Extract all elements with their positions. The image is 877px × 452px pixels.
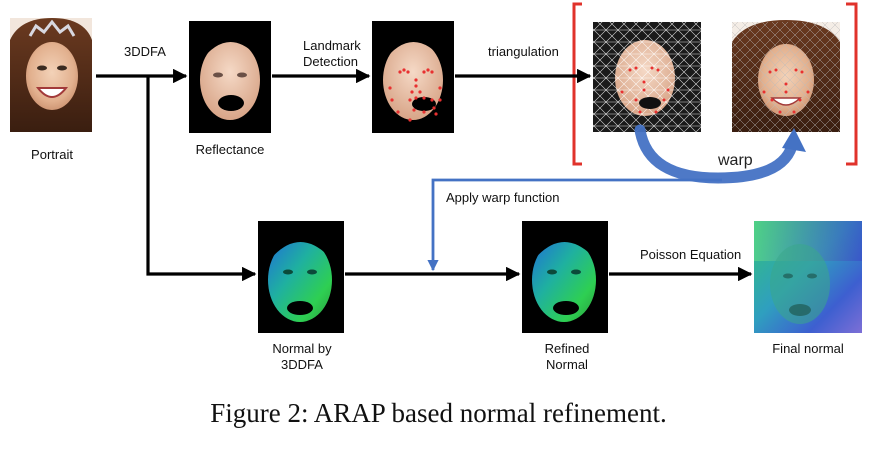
- figure-caption: Figure 2: ARAP based normal refinement.: [210, 398, 667, 428]
- reflectance-image: [189, 21, 271, 133]
- portrait-label: Portrait: [31, 147, 73, 162]
- poisson-label: Poisson Equation: [640, 247, 742, 262]
- triangulation-mesh-image: [593, 22, 701, 132]
- portrait-image: [10, 18, 92, 132]
- flow-arrows: [96, 68, 753, 282]
- edge-label-3ddfa: 3DDFA: [124, 44, 166, 59]
- landmark-image: [372, 21, 454, 133]
- warp-arc-arrow: [634, 124, 806, 184]
- warped-portrait-image: [732, 20, 840, 132]
- edge-label-triangulation: triangulation: [488, 44, 559, 59]
- reflectance-label: Reflectance: [195, 142, 265, 157]
- refined-normal-image: [522, 221, 608, 333]
- warp-label: warp: [718, 152, 753, 169]
- refined-normal-label-line1: Refined: [544, 341, 590, 356]
- arrow-3ddfa-to-normal: [146, 76, 257, 282]
- edge-label-landmark-line1: Landmark: [303, 38, 361, 53]
- refined-normal-label-line2: Normal: [546, 357, 588, 372]
- normal-3ddfa-label-line1: Normal by: [272, 341, 332, 356]
- final-normal-image: [754, 221, 862, 333]
- triangulation-bracket: [572, 2, 858, 166]
- normal-3ddfa-image: [258, 221, 344, 333]
- apply-warp-label: Apply warp function: [446, 190, 560, 205]
- apply-warp-arrow: [427, 178, 722, 272]
- edge-label-landmark-line2: Detection: [303, 54, 358, 69]
- final-normal-label: Final normal: [772, 341, 844, 356]
- normal-3ddfa-label-line2: 3DDFA: [281, 357, 323, 372]
